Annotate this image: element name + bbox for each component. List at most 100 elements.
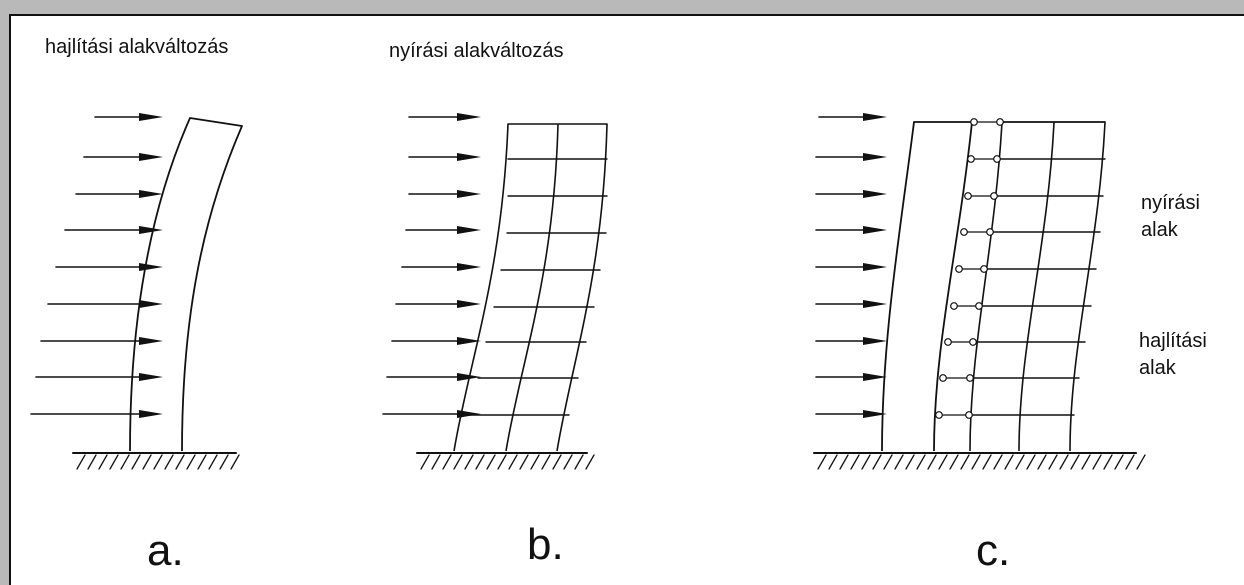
ground-c-hatch: [1114, 454, 1124, 470]
deformation-diagram: [30, 113, 1146, 470]
ground-a-hatch: [142, 454, 152, 470]
ground-c-hatch: [960, 454, 970, 470]
link-hinge-c: [966, 374, 974, 382]
ground-a-hatch: [131, 454, 141, 470]
ground-b-hatch: [574, 454, 584, 470]
ground-c-hatch: [872, 454, 882, 470]
link-hinge-c: [996, 118, 1004, 126]
figure-frame: hajlítási alakváltozás nyírási alakválto…: [9, 14, 1244, 585]
ground-b-hatch: [530, 454, 540, 470]
ground-c-hatch: [905, 454, 915, 470]
ground-b-hatch: [519, 454, 529, 470]
frame-c-column-3: [1069, 121, 1106, 452]
ground-b-hatch: [464, 454, 474, 470]
ground-c-hatch: [949, 454, 959, 470]
caption-b: b.: [527, 520, 564, 569]
bending-mode-label: hajlítási alak: [1139, 328, 1219, 382]
ground-a-hatch: [98, 454, 108, 470]
shear-mode-label-line1: nyírási: [1141, 192, 1200, 214]
load-arrow-b-head: [457, 300, 481, 308]
ground-b-hatch: [486, 454, 496, 470]
link-hinge-c: [993, 155, 1001, 163]
column-a-top: [189, 117, 243, 127]
bending-mode-label-line1: hajlítási: [1139, 330, 1207, 352]
ground-c-hatch: [1136, 454, 1146, 470]
link-hinge-c: [939, 374, 947, 382]
load-arrow-c-head: [863, 410, 887, 418]
bending-mode-label-line2: alak: [1139, 357, 1176, 379]
link-hinge-c: [967, 155, 975, 163]
link-hinge-c: [955, 265, 963, 273]
column-a-right-edge: [181, 125, 243, 452]
load-arrow-b-head: [457, 226, 481, 234]
ground-c-hatch: [1125, 454, 1135, 470]
ground-b-hatch: [431, 454, 441, 470]
ground-a-hatch: [87, 454, 97, 470]
link-hinge-c: [986, 228, 994, 236]
load-arrow-c-head: [863, 113, 887, 121]
load-arrow-b-head: [457, 153, 481, 161]
ground-c-hatch: [894, 454, 904, 470]
frame-c-column-1: [969, 121, 1003, 452]
ground-a-hatch: [186, 454, 196, 470]
frame-b-left-column: [453, 123, 509, 452]
wall-c-left-edge: [881, 121, 915, 452]
load-arrow-a-head: [139, 300, 163, 308]
load-arrow-c-head: [863, 337, 887, 345]
ground-a-hatch: [230, 454, 240, 470]
ground-c-hatch: [1048, 454, 1058, 470]
shear-mode-label-line2: alak: [1141, 219, 1178, 241]
ground-c-hatch: [839, 454, 849, 470]
panel-b-title: nyírási alakváltozás: [389, 40, 564, 62]
link-hinge-c: [960, 228, 968, 236]
load-arrow-c-head: [863, 153, 887, 161]
link-hinge-c: [990, 192, 998, 200]
load-arrow-a-head: [139, 113, 163, 121]
ground-a-hatch: [175, 454, 185, 470]
caption-c: c.: [976, 526, 1011, 575]
frame-b-right-column: [556, 123, 608, 452]
ground-c-hatch: [817, 454, 827, 470]
ground-b-hatch: [497, 454, 507, 470]
ground-a-hatch: [219, 454, 229, 470]
load-arrow-a-head: [139, 226, 163, 234]
ground-c-hatch: [982, 454, 992, 470]
link-hinge-c: [969, 338, 977, 346]
ground-b-hatch: [475, 454, 485, 470]
ground-c-hatch: [1070, 454, 1080, 470]
ground-c-hatch: [861, 454, 871, 470]
link-hinge-c: [964, 192, 972, 200]
frame-c-column-2: [1018, 121, 1055, 452]
load-arrow-a-head: [139, 410, 163, 418]
load-arrow-a-head: [139, 373, 163, 381]
load-arrow-c-head: [863, 373, 887, 381]
ground-c-hatch: [971, 454, 981, 470]
link-hinge-c: [944, 338, 952, 346]
load-arrow-a-head: [139, 153, 163, 161]
ground-b-hatch: [563, 454, 573, 470]
ground-a-hatch: [120, 454, 130, 470]
link-hinge-c: [950, 302, 958, 310]
load-arrow-a-head: [139, 263, 163, 271]
load-arrow-b-head: [457, 190, 481, 198]
caption-a: a.: [147, 526, 184, 575]
ground-b-hatch: [453, 454, 463, 470]
ground-a-hatch: [109, 454, 119, 470]
ground-c-hatch: [927, 454, 937, 470]
ground-c-hatch: [1081, 454, 1091, 470]
ground-a-hatch: [153, 454, 163, 470]
ground-c-hatch: [850, 454, 860, 470]
wall-c-right-edge: [933, 121, 973, 452]
load-arrow-b-head: [457, 263, 481, 271]
ground-c-hatch: [1026, 454, 1036, 470]
link-hinge-c: [965, 411, 973, 419]
ground-c-hatch: [916, 454, 926, 470]
link-hinge-c: [935, 411, 943, 419]
ground-b-hatch: [552, 454, 562, 470]
load-arrow-b-head: [457, 337, 481, 345]
link-hinge-c: [975, 302, 983, 310]
ground-c-hatch: [1037, 454, 1047, 470]
ground-c-hatch: [1004, 454, 1014, 470]
ground-a-hatch: [208, 454, 218, 470]
ground-c-hatch: [1015, 454, 1025, 470]
